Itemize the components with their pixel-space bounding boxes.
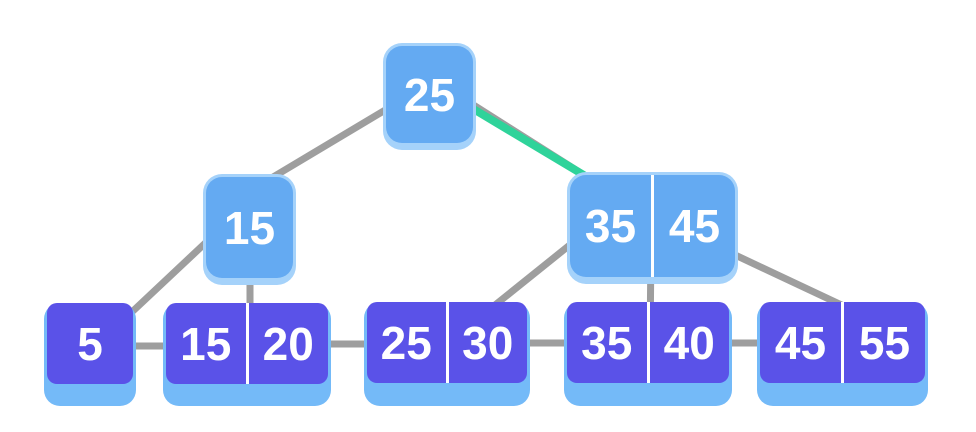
leaf-node-35-40[interactable]: 35 40	[564, 302, 732, 406]
node-key: 45	[774, 316, 827, 369]
node-key: 25	[403, 68, 456, 121]
key-divider	[651, 175, 654, 277]
node-key: 15	[223, 201, 276, 254]
highlight-edge-root-to-35-45	[466, 103, 596, 184]
leaf-body: 5	[47, 303, 133, 384]
key-divider	[245, 303, 249, 384]
leaf-body: 35 40	[567, 302, 729, 383]
node-key: 35	[581, 316, 633, 369]
node-key: 30	[462, 316, 514, 369]
leaf-node-5[interactable]: 5	[44, 303, 136, 406]
node-key: 45	[668, 200, 721, 252]
key-divider	[646, 302, 650, 383]
node-key: 5	[77, 317, 103, 370]
node-key: 35	[584, 200, 637, 252]
key-divider	[445, 302, 449, 383]
tree-node-15[interactable]: 15	[206, 177, 293, 278]
tree-node-root[interactable]: 25	[386, 46, 473, 143]
edge-root-to-15	[244, 96, 406, 196]
node-key: 15	[180, 317, 232, 370]
node-key: 55	[858, 316, 911, 369]
node-key: 40	[663, 316, 715, 369]
key-divider	[841, 302, 844, 383]
tree-node-35-45[interactable]: 35 45	[570, 175, 735, 277]
leaf-body: 45 55	[760, 302, 925, 383]
leaf-body: 15 20	[166, 303, 328, 384]
node-key: 25	[380, 316, 432, 369]
leaf-node-25-30[interactable]: 25 30	[364, 302, 530, 406]
leaf-node-15-20[interactable]: 15 20	[163, 303, 331, 406]
node-key: 20	[262, 317, 314, 370]
leaf-node-45-55[interactable]: 45 55	[757, 302, 928, 406]
leaf-body: 25 30	[367, 302, 527, 383]
